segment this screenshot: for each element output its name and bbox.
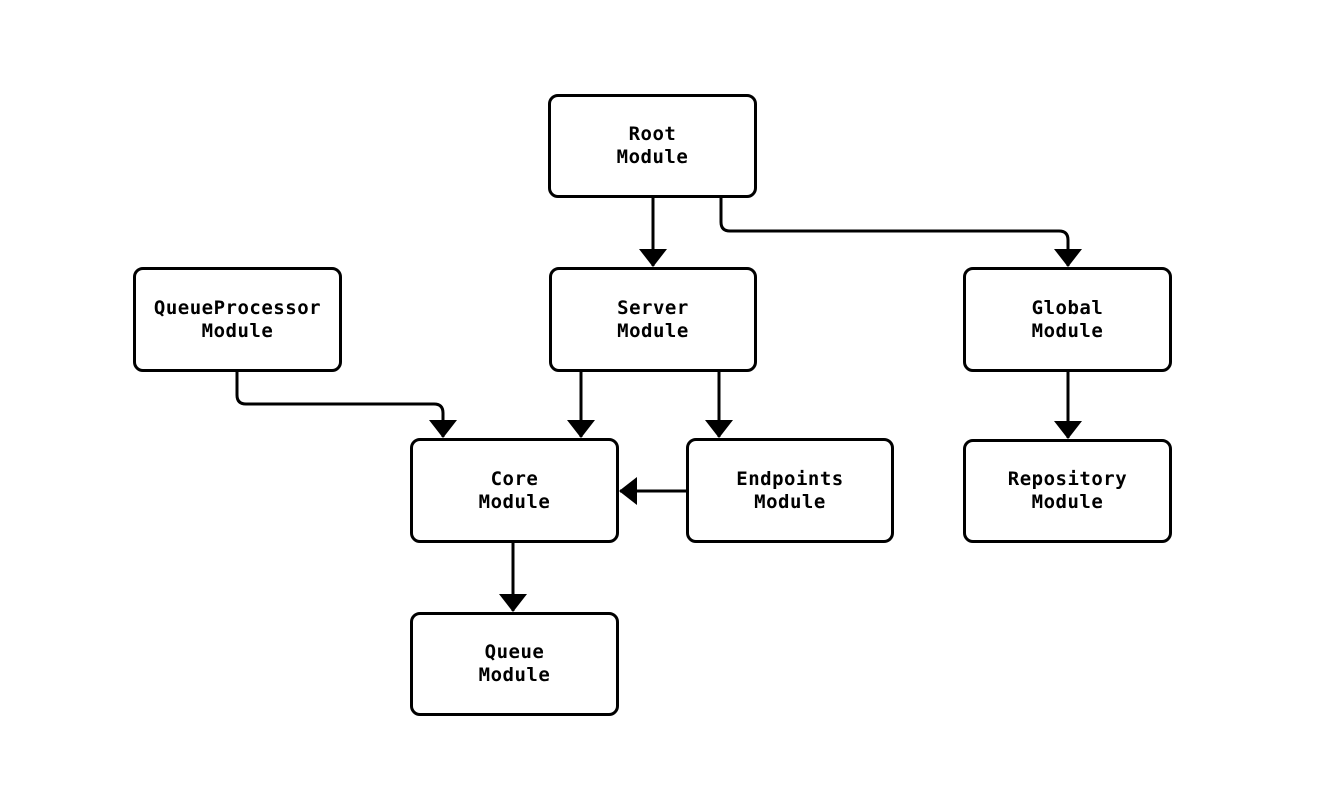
diagram-node-repository: Repository Module <box>963 439 1172 543</box>
edge-queueprocessor-to-core <box>235 372 457 438</box>
diagram-node-server: Server Module <box>549 267 757 372</box>
diagram-node-endpoints: Endpoints Module <box>686 438 894 543</box>
node-label-core: Core Module <box>478 467 551 513</box>
diagram-node-core: Core Module <box>410 438 619 543</box>
node-label-repository: Repository Module <box>1007 468 1128 513</box>
diagram-node-root: Root Module <box>548 94 757 198</box>
edge-root-to-global <box>719 198 1082 267</box>
diagram-node-global: Global Module <box>963 267 1172 372</box>
diagram-node-queue: Queue Module <box>410 612 619 716</box>
node-label-server: Server Module <box>617 296 689 342</box>
node-label-root: Root Module <box>616 123 689 168</box>
node-label-queue: Queue Module <box>478 641 551 686</box>
node-label-queueprocessor: QueueProcessor Module <box>153 296 322 342</box>
node-label-global: Global Module <box>1031 296 1104 342</box>
diagram-node-queueprocessor: QueueProcessor Module <box>133 267 342 372</box>
node-label-endpoints: Endpoints Module <box>736 467 844 513</box>
